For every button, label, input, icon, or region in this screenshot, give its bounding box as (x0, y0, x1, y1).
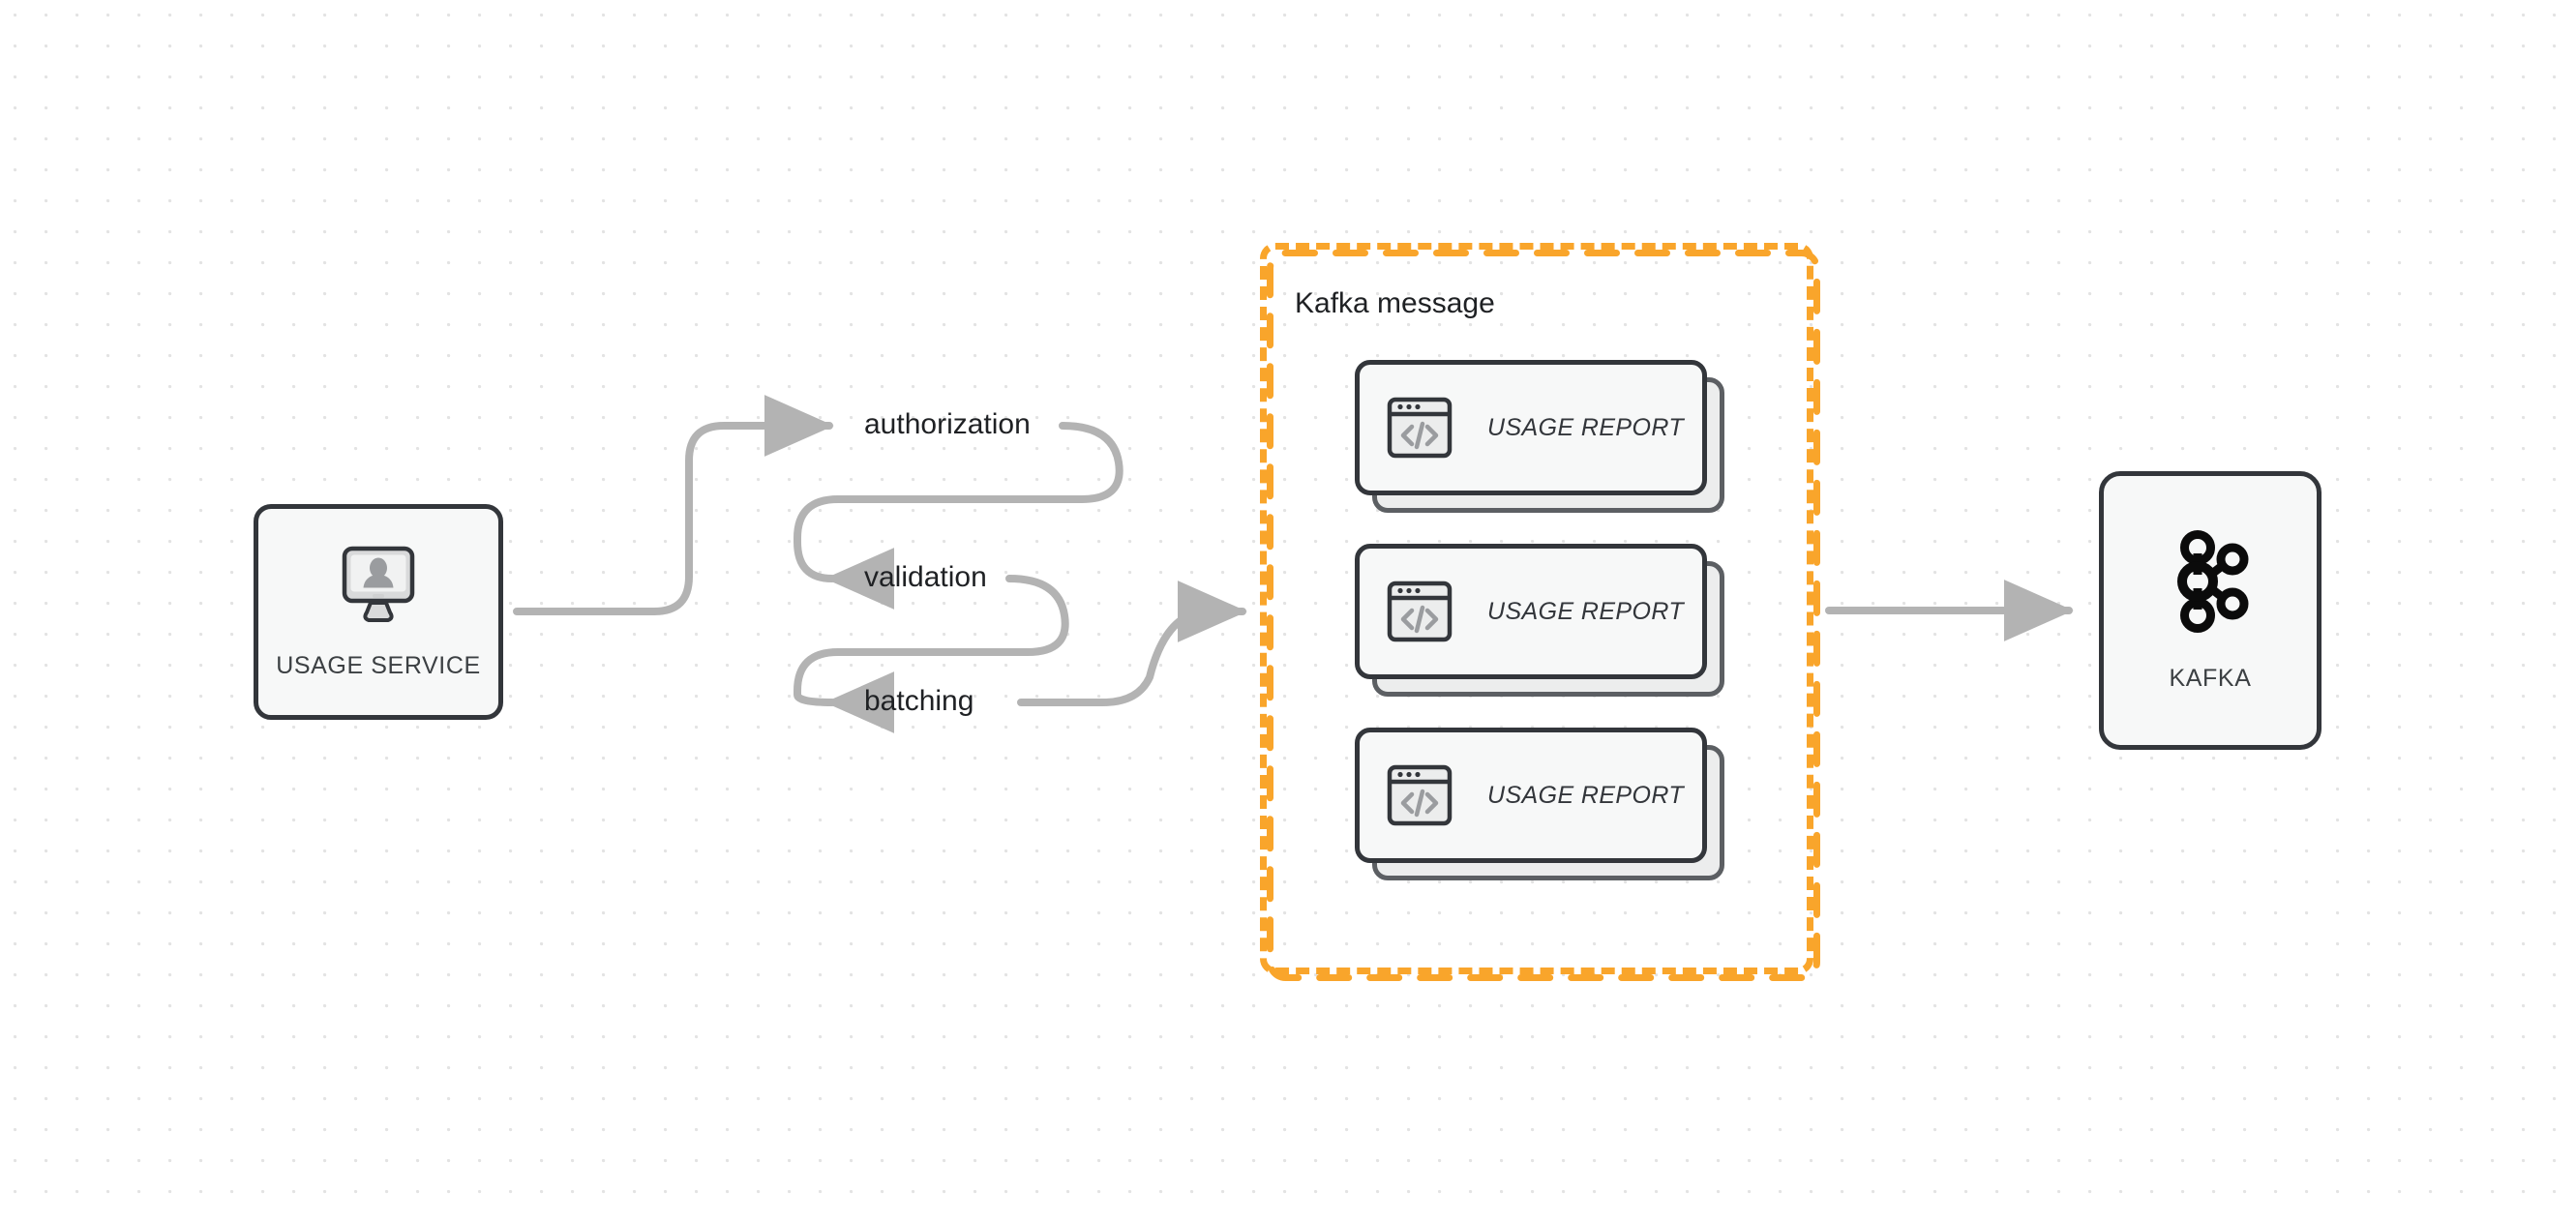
monitor-user-icon (334, 545, 423, 631)
usage-report-label: USAGE REPORT (1487, 781, 1684, 809)
wire-service-to-authorization (513, 395, 834, 615)
usage-report-card[interactable]: USAGE REPORT (1355, 544, 1724, 697)
kafka-label: KAFKA (2169, 665, 2252, 692)
step-label-batching[interactable]: batching (864, 685, 974, 717)
usage-report-card[interactable]: USAGE REPORT (1355, 728, 1724, 880)
kafka-logo-icon (2169, 528, 2252, 640)
wire-batching-to-kafka-message (1017, 581, 1247, 706)
usage-report-label: USAGE REPORT (1487, 597, 1684, 625)
usage-report-label: USAGE REPORT (1487, 413, 1684, 441)
card-face[interactable]: USAGE REPORT (1355, 360, 1707, 495)
usage-report-card[interactable]: USAGE REPORT (1355, 360, 1724, 513)
kafka-node[interactable]: KAFKA (2099, 471, 2321, 750)
code-window-icon (1387, 579, 1453, 644)
step-label-validation[interactable]: validation (864, 561, 987, 593)
usage-service-label: USAGE SERVICE (276, 651, 481, 679)
code-window-icon (1387, 762, 1453, 828)
card-face[interactable]: USAGE REPORT (1355, 544, 1707, 679)
usage-service-node[interactable]: USAGE SERVICE (254, 504, 503, 720)
card-face[interactable]: USAGE REPORT (1355, 728, 1707, 863)
step-label-authorization[interactable]: authorization (864, 408, 1031, 440)
kafka-message-title: Kafka message (1295, 287, 1495, 319)
code-window-icon (1387, 395, 1453, 461)
wire-validation-to-batching (794, 575, 1069, 733)
wire-authorization-to-validation (794, 422, 1123, 610)
